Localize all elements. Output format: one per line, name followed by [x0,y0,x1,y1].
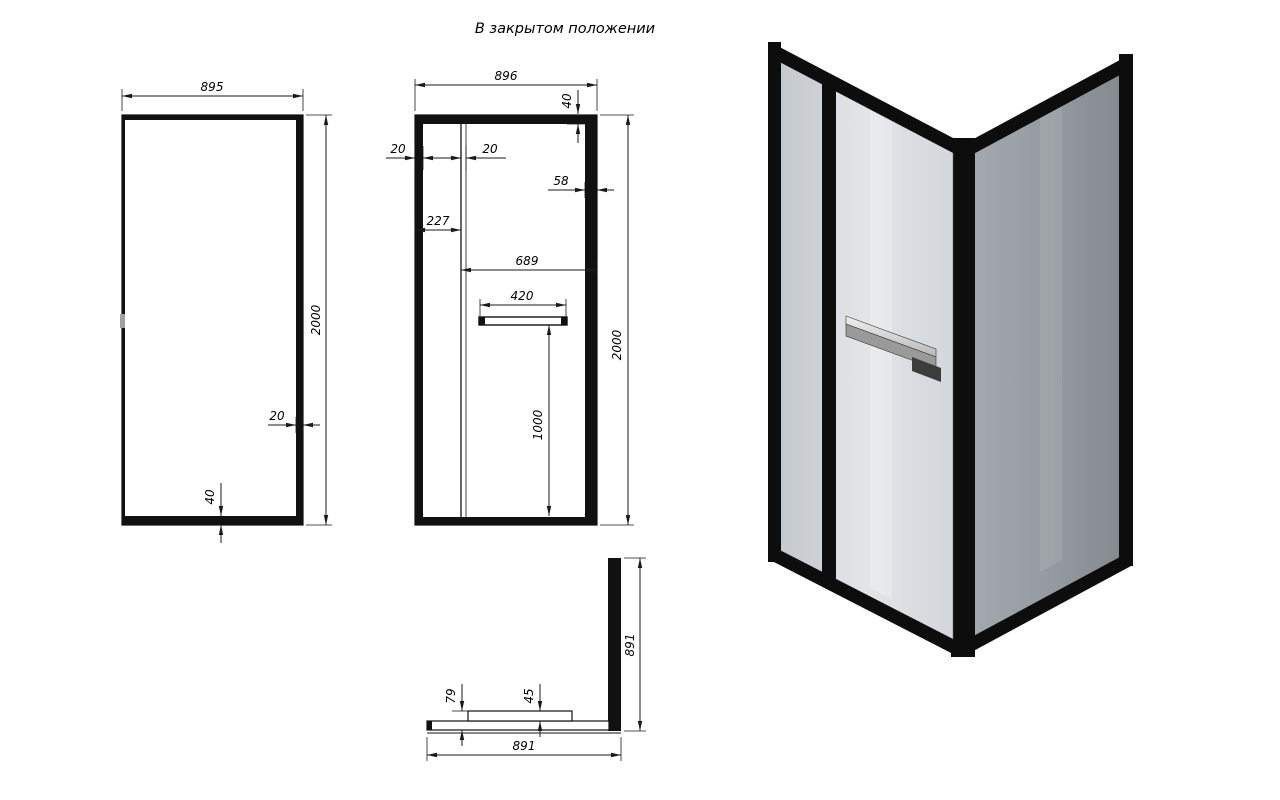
plan-bottom-rail [426,720,610,731]
iso-left-edge-frame [768,42,781,562]
dim-front-right-profile: 58 [548,174,614,198]
plan-rail-endcap [427,721,432,730]
iso-handle [845,315,941,382]
iso-corner-post [951,138,975,657]
svg-text:79: 79 [444,688,458,703]
dim-side-width: 895 [121,80,304,111]
dim-plan-tray-height: 79 [444,684,468,746]
plan-side-panel [608,558,621,731]
svg-text:689: 689 [516,254,539,268]
dim-plan-profile-depth: 45 [522,684,543,737]
front-right-profile [585,115,597,525]
svg-text:420: 420 [511,289,534,303]
svg-text:895: 895 [201,80,224,94]
svg-text:40: 40 [560,93,574,109]
svg-text:20: 20 [269,409,285,423]
hinge-mark [120,314,125,328]
iso-divider-profile [822,84,836,580]
dim-front-handle-height: 1000 [531,325,552,516]
front-wall-profile [415,115,423,525]
dim-plan-width: 891 [426,737,622,761]
dim-front-top-profile: 40 [560,90,590,143]
side-view: 895 2000 20 40 [120,80,332,543]
plan-view: 891 79 45 891 [426,557,646,761]
svg-text:2000: 2000 [610,329,624,360]
dim-front-door: 689 [460,254,598,276]
svg-text:891: 891 [623,634,637,657]
dim-side-profile: 20 [268,409,320,433]
svg-text:891: 891 [513,739,536,753]
front-handle [478,316,568,326]
iso-left-top-frame [770,42,955,154]
svg-text:2000: 2000 [309,304,323,335]
side-top-profile [122,115,303,120]
side-bottom-profile [122,516,303,525]
dim-front-height: 2000 [600,114,634,526]
front-top-profile [415,115,597,124]
svg-text:227: 227 [427,214,450,228]
side-panel-outline [121,114,304,526]
iso-right-bottom-frame [966,551,1131,655]
dim-front-width: 896 [414,69,598,111]
dim-front-overlap: 20 [465,142,506,170]
svg-text:58: 58 [553,174,569,188]
iso-fixed-strip-shade [781,60,822,574]
svg-text:40: 40 [203,489,217,505]
iso-view [768,42,1133,657]
dim-front-handle-width: 420 [479,289,567,317]
front-view: 896 40 20 20 58 [386,69,634,526]
iso-right-top-frame [966,54,1131,158]
svg-text:20: 20 [482,142,498,156]
plan-tray [467,710,573,722]
dim-side-bottom-profile: 40 [203,483,224,543]
iso-handle-bracket [912,357,941,382]
drawing-title: В закрытом положении [475,21,655,37]
dim-plan-depth: 891 [623,557,646,732]
dim-side-height: 2000 [306,114,332,526]
dim-front-fixed-panel: 227 [414,214,462,236]
svg-text:896: 896 [495,69,518,83]
iso-left-glass-reflection [870,110,892,600]
svg-text:1000: 1000 [531,409,545,440]
side-right-profile [296,115,303,525]
svg-text:20: 20 [390,142,406,156]
svg-text:45: 45 [522,688,536,703]
front-bottom-profile [415,517,597,525]
dim-front-wall-profile: 20 [386,142,461,170]
iso-left-bottom-frame [770,545,955,655]
iso-right-glass-reflection [1040,86,1062,572]
iso-right-edge-frame [1119,54,1133,566]
